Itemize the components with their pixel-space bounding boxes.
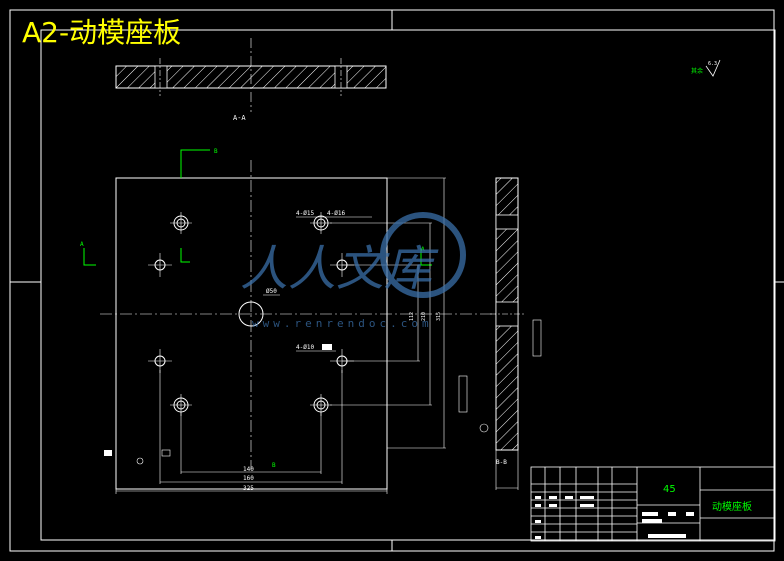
title-block-fills: [535, 496, 694, 539]
section-a-view: [115, 38, 387, 112]
horizontal-dimensions: [115, 370, 388, 494]
section-b-arrow-bottom: B: [272, 462, 276, 469]
dim-v-210: 210: [421, 312, 427, 321]
title-block-part-name: 动模座板: [712, 500, 752, 513]
section-markers: [83, 149, 432, 266]
leaders: [263, 216, 372, 352]
section-b-view: [104, 177, 542, 490]
roughness-value: 6.3: [708, 61, 717, 67]
section-b-label: B-B: [496, 459, 507, 466]
note-4-d16: 4-Ø16: [327, 210, 345, 217]
dim-160: 160: [243, 475, 254, 482]
roughness-symbol: [705, 59, 721, 77]
dim-v-315: 315: [436, 312, 442, 321]
section-a-arrow-left: A: [80, 241, 84, 248]
section-b-arrow-top: B: [214, 148, 218, 155]
section-a-arrow-right: A: [421, 246, 425, 253]
section-a-label: A-A: [233, 114, 246, 122]
dim-140: 140: [243, 466, 254, 473]
watermark-text: 人人文库: [240, 241, 439, 297]
dim-325: 325: [243, 485, 254, 492]
note-4-d10: 4-Ø10: [296, 344, 314, 351]
note-4-d15: 4-Ø15: [296, 210, 314, 217]
note-box-filled: [322, 344, 332, 350]
title-block: [530, 466, 776, 542]
vertical-dimensions: [330, 177, 446, 449]
drawing-border: [40, 29, 776, 541]
watermark: 人人文库 www.renrendoc.com: [240, 212, 466, 330]
dim-v-112: 112: [409, 312, 415, 321]
title-block-material: 45: [663, 484, 676, 495]
surface-note: 其余: [691, 67, 703, 75]
dia-center-label: Ø50: [266, 288, 277, 295]
watermark-url: www.renrendoc.com: [252, 317, 433, 330]
drawing-title: A2-动模座板: [22, 16, 181, 49]
